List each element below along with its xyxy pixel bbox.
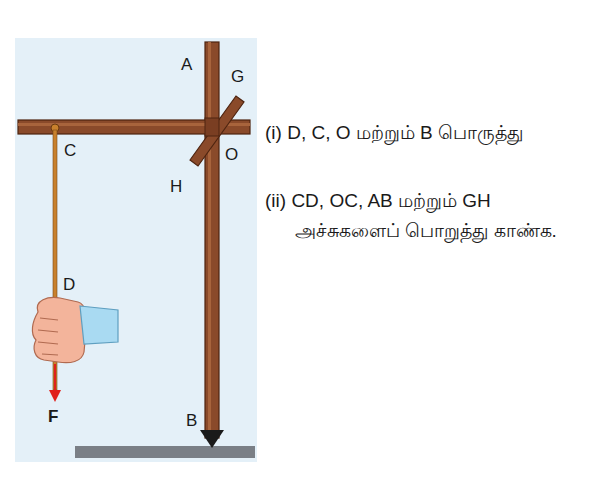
force-arrowhead (49, 390, 61, 402)
point-label: B (186, 412, 197, 429)
question-text: (ii) CD, OC, AB மற்றும் GH அச்சுகளைப் பொ… (265, 186, 583, 247)
sleeve-cuff (80, 306, 118, 344)
hand (32, 298, 86, 363)
ground (75, 446, 255, 458)
force-label: F (48, 408, 58, 425)
force-arrow (54, 364, 56, 392)
vertical-post (205, 42, 219, 438)
background-panel (15, 38, 257, 462)
joint (205, 118, 219, 136)
point-label: G (231, 68, 244, 85)
point-label: A (181, 56, 192, 73)
crossbar (190, 96, 244, 166)
point-label: O (225, 146, 238, 163)
post-highlight (208, 42, 211, 438)
point-label: D (63, 276, 75, 293)
point-label: H (170, 178, 182, 195)
question-text: (i) D, C, O மற்றும் B பொருத்து (265, 118, 583, 148)
axis-arrowhead (200, 430, 224, 448)
point-label: C (64, 142, 76, 159)
finger-lines (38, 318, 58, 355)
